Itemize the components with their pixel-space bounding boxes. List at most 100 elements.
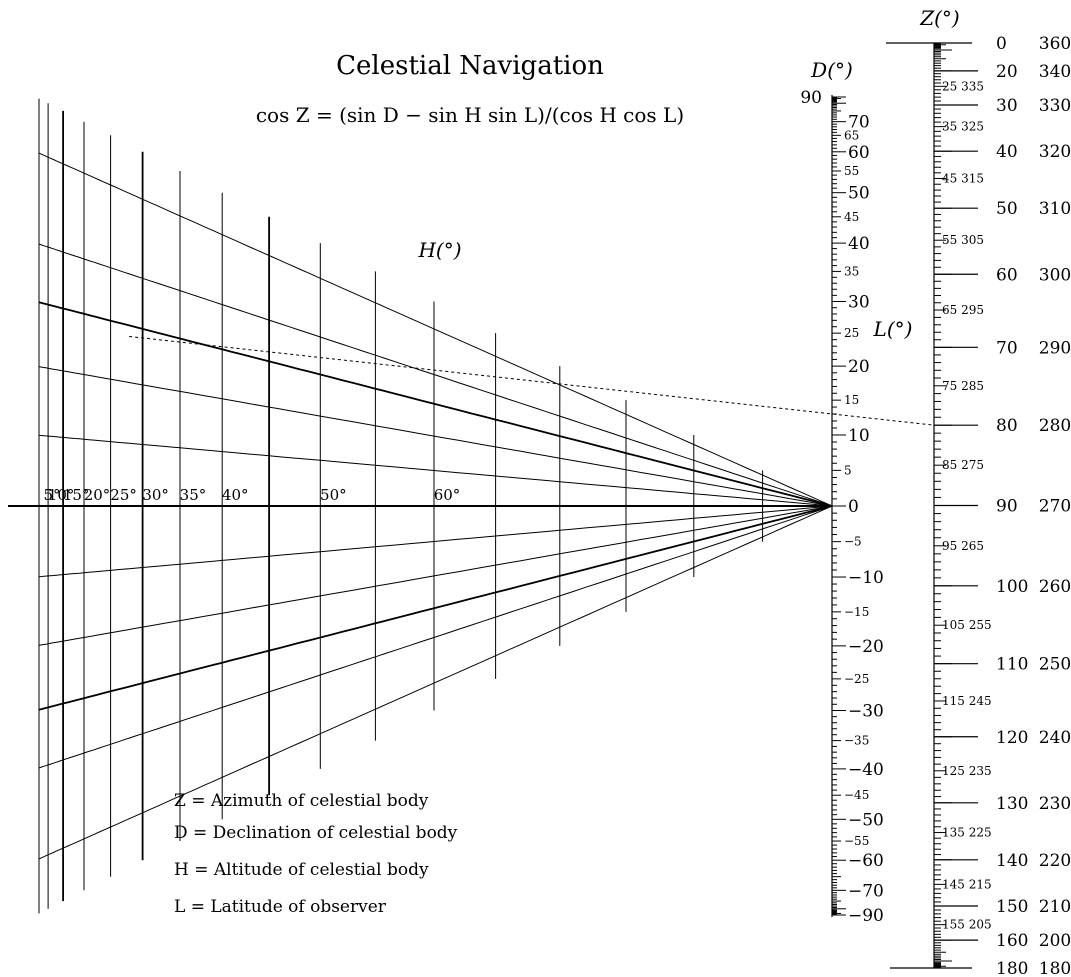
azimuth-tick-label-conjugate: 320 — [1039, 142, 1071, 162]
azimuth-tick-label-conjugate: 360 — [1039, 34, 1071, 54]
declination-tick-label: 20 — [848, 357, 870, 377]
azimuth-tick-label: 160 — [996, 931, 1028, 951]
latitude-curve — [38, 301, 833, 507]
declination-tick-label: 0 — [848, 497, 859, 517]
latitude-curve — [38, 152, 833, 507]
latitude-curve — [38, 434, 833, 507]
azimuth-tick-label-conjugate: 260 — [1039, 577, 1071, 597]
latitude-tick-label: −25 — [844, 672, 869, 686]
azimuth-tick-label-conjugate: 250 — [1039, 655, 1071, 675]
declination-tick-label: −20 — [848, 637, 884, 657]
altitude-label: 30° — [142, 486, 169, 504]
latitude-tick-label: −45 — [844, 788, 869, 802]
azimuth-tick-label-conjugate: 210 — [1039, 897, 1071, 917]
azimuth-minor-label: 55 305 — [942, 233, 984, 247]
azimuth-tick-label-conjugate: 270 — [1039, 497, 1071, 517]
azimuth-minor-label: 75 285 — [942, 379, 984, 393]
declination-tick-label: −40 — [848, 760, 884, 780]
declination-tick-label: 30 — [848, 293, 870, 313]
azimuth-minor-label: 35 325 — [942, 120, 984, 134]
azimuth-tick-label-conjugate: 290 — [1039, 338, 1071, 358]
altitude-label: 15° — [63, 486, 90, 504]
azimuth-tick-label-conjugate: 180 — [1039, 959, 1071, 977]
declination-tick-label: −30 — [848, 702, 884, 722]
altitude-label: 5° — [44, 486, 61, 504]
legend-d: D = Declination of celestial body — [174, 823, 458, 843]
azimuth-tick-label-conjugate: 220 — [1039, 851, 1071, 871]
latitude-curve — [38, 243, 833, 507]
azimuth-tick-label: 0 — [996, 34, 1007, 54]
azimuth-tick-label-conjugate: 280 — [1039, 416, 1071, 436]
latitude-curve — [38, 505, 833, 860]
azimuth-minor-label: 95 265 — [942, 539, 984, 553]
azimuth-tick-label: 150 — [996, 897, 1028, 917]
latitude-tick-label: 55 — [844, 164, 859, 178]
legend-h: H = Altitude of celestial body — [174, 860, 429, 880]
altitude-label: 20° — [84, 486, 111, 504]
d-axis-label: D(°) — [810, 58, 853, 82]
declination-tick-label: 60 — [848, 143, 870, 163]
declination-tick-label: −90 — [848, 906, 884, 926]
latitude-tick-label: 25 — [844, 326, 859, 340]
azimuth-tick-label-conjugate: 230 — [1039, 794, 1071, 814]
azimuth-tick-label: 110 — [996, 655, 1028, 675]
declination-tick-label: 10 — [848, 426, 870, 446]
legend-z: Z = Azimuth of celestial body — [174, 791, 429, 811]
declination-tick-label: −50 — [848, 810, 884, 830]
azimuth-tick-label: 70 — [996, 338, 1018, 358]
latitude-tick-label: −5 — [844, 535, 862, 549]
altitude-labels: 5°10°15°20°25°30°35°40°50°60° — [44, 486, 461, 504]
azimuth-minor-label: 85 275 — [942, 458, 984, 472]
azimuth-minor-label: 25 335 — [942, 79, 984, 93]
declination-tick-label: −10 — [848, 568, 884, 588]
declination-tick-label: 50 — [848, 184, 870, 204]
azimuth-minor-label: 155 205 — [942, 918, 992, 932]
latitude-tick-label: 65 — [844, 128, 859, 142]
legend-l: L = Latitude of observer — [174, 897, 387, 917]
azimuth-minor-label: 45 315 — [942, 171, 984, 185]
azimuth-tick-label-conjugate: 240 — [1039, 728, 1071, 748]
azimuth-tick-label: 40 — [996, 142, 1018, 162]
azimuth-tick-label: 90 — [996, 497, 1018, 517]
h-axis-label: H(°) — [417, 238, 461, 262]
latitude-curve — [38, 505, 833, 711]
azimuth-minor-label: 65 295 — [942, 303, 984, 317]
azimuth-tick-label: 120 — [996, 728, 1028, 748]
latitude-tick-label: −15 — [844, 605, 869, 619]
chart-title: Celestial Navigation — [336, 51, 604, 81]
declination-tick-label: −70 — [848, 881, 884, 901]
latitude-tick-label: −35 — [844, 734, 869, 748]
azimuth-minor-label: 125 235 — [942, 764, 992, 778]
declination-tick-label: 40 — [848, 234, 870, 254]
azimuth-tick-label-conjugate: 340 — [1039, 62, 1071, 82]
latitude-tick-label: 5 — [844, 463, 852, 477]
altitude-label: 25° — [110, 486, 137, 504]
azimuth-tick-label-conjugate: 200 — [1039, 931, 1071, 951]
azimuth-tick-label: 60 — [996, 265, 1018, 285]
azimuth-minor-label: 135 225 — [942, 826, 992, 840]
altitude-label: 35° — [180, 486, 207, 504]
latitude-tick-label: −55 — [844, 834, 869, 848]
declination-tick-label: −60 — [848, 851, 884, 871]
altitude-label: 60° — [434, 486, 461, 504]
azimuth-minor-label: 105 255 — [942, 618, 992, 632]
latitude-tick-label: 45 — [844, 210, 859, 224]
azimuth-tick-label-conjugate: 300 — [1039, 265, 1071, 285]
azimuth-tick-label: 100 — [996, 577, 1028, 597]
declination-scale: 90 70 60 50 40 30 20 10 0 −10 −20 −30 −40 −50 −60 −70 −9… — [800, 88, 884, 926]
l-axis-label: L(°) — [873, 317, 913, 341]
declination-tick-label: 70 — [848, 113, 870, 133]
declination-tick-label: 90 — [800, 88, 822, 108]
azimuth-tick-label: 20 — [996, 62, 1018, 82]
latitude-tick-label: 35 — [844, 264, 859, 278]
azimuth-tick-label: 130 — [996, 794, 1028, 814]
altitude-label: 50° — [320, 486, 347, 504]
latitude-curve — [38, 505, 833, 578]
azimuth-tick-label: 50 — [996, 199, 1018, 219]
azimuth-tick-label: 30 — [996, 96, 1018, 116]
azimuth-tick-label: 140 — [996, 851, 1028, 871]
example-dashed-line — [129, 335, 935, 426]
